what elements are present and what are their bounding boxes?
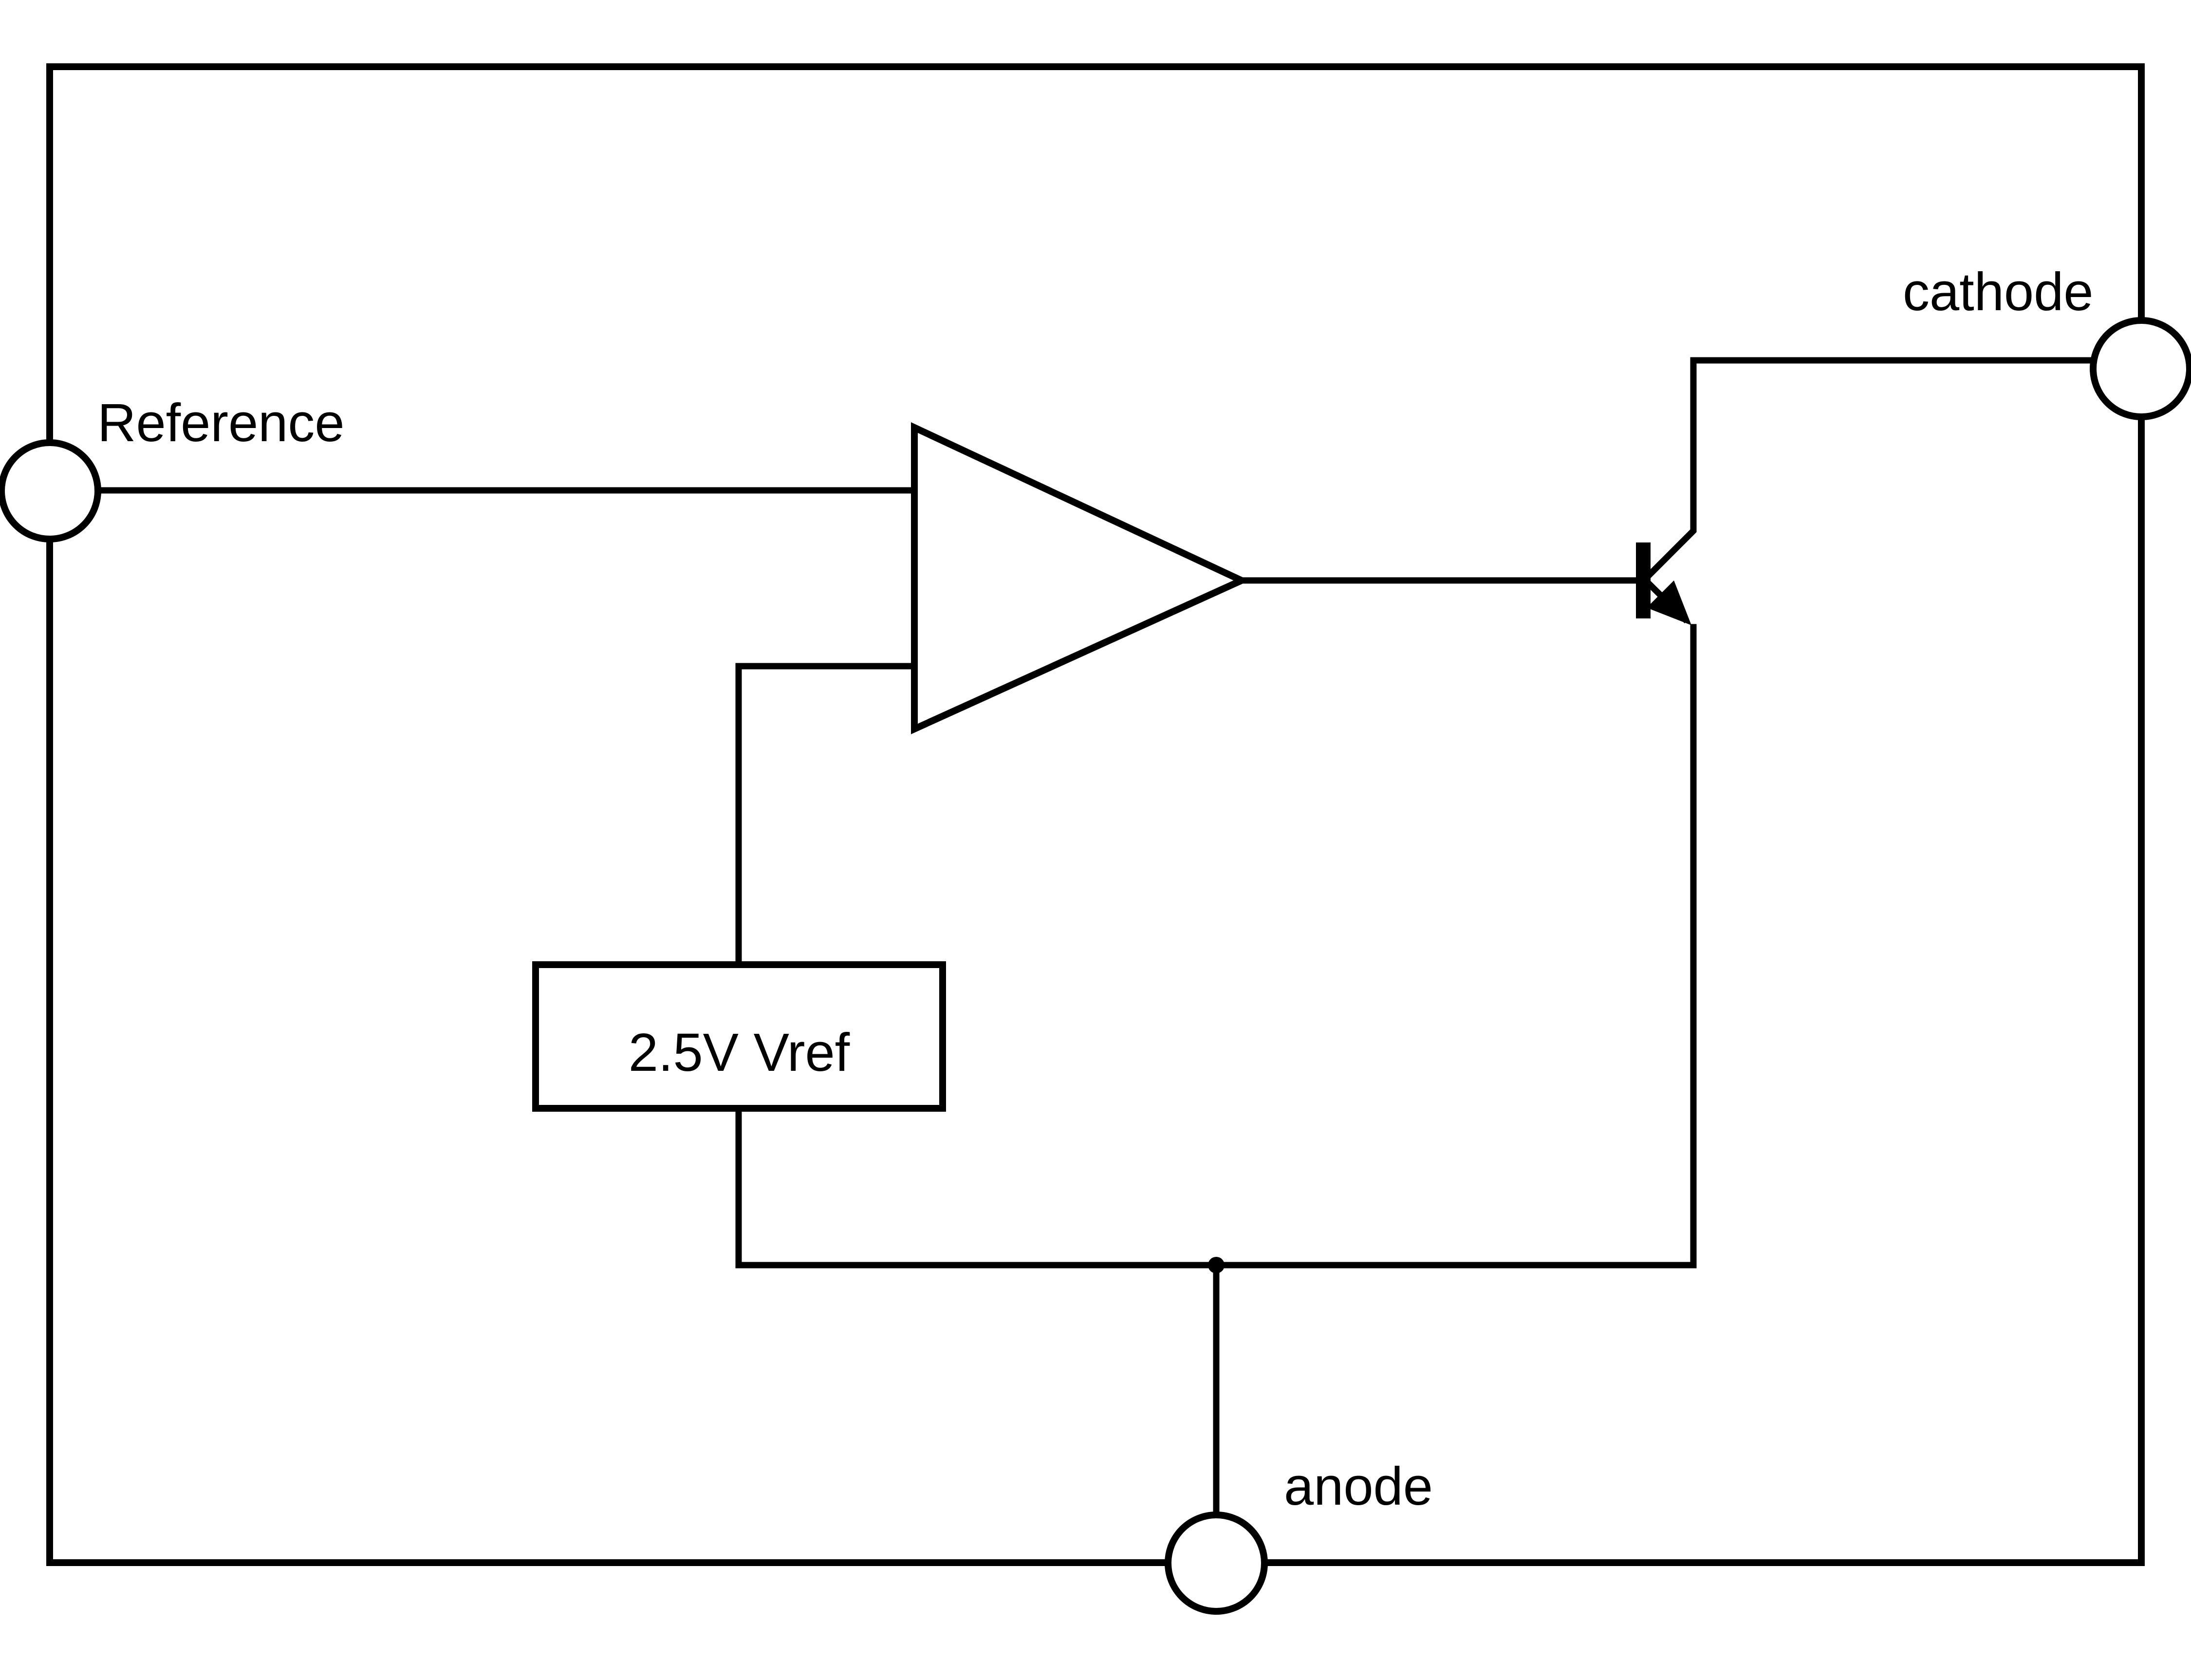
opamp-triangle-icon [911,422,1250,734]
anode-terminal-icon [1165,1512,1268,1615]
junction-dot [1208,1257,1225,1273]
collector-wire [1645,357,2098,579]
vref-block [532,961,946,1112]
ic-boundary-box [46,63,2145,1566]
transistor-base-bar-icon [1636,542,1651,618]
vref-block-label: 2.5V Vref [629,1023,850,1083]
cathode-terminal-icon [2090,317,2191,420]
feedback-wire [735,624,1697,1269]
reference-terminal-icon [0,439,101,542]
cathode-terminal-label: cathode [1903,262,2093,322]
reference-terminal-label: Reference [97,393,345,453]
anode-terminal-label: anode [1284,1456,1433,1516]
emitter-arrow-icon [1647,580,1691,625]
